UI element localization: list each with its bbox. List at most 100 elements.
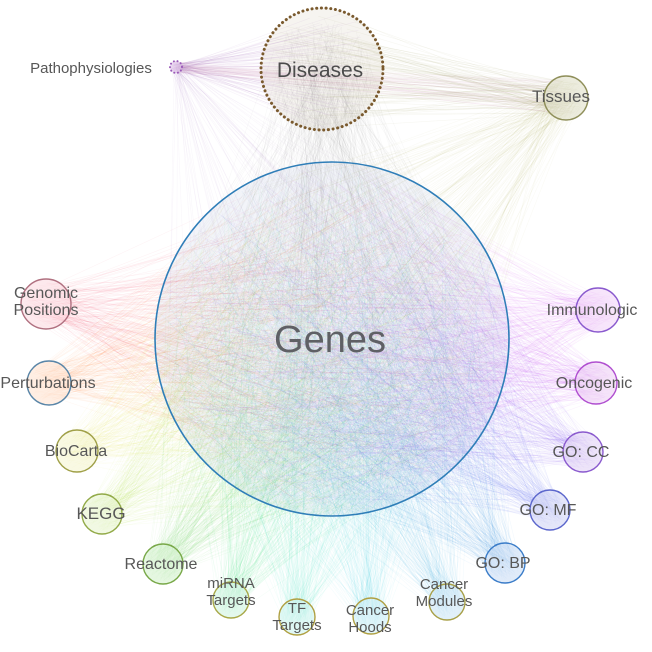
edge-layer xyxy=(25,13,615,632)
edge-bundle-genes-reactome xyxy=(146,183,503,582)
edge-bundle-genes-tf_targets xyxy=(162,168,502,632)
node-rim-cancer_modules xyxy=(428,583,466,621)
node-rim-oncogenic xyxy=(574,361,618,405)
edge-bundle-genes-pathophysiologies xyxy=(169,61,491,482)
node-label-go_bp: GO: BP xyxy=(475,555,530,572)
node-label-genes: Genes xyxy=(274,319,386,361)
node-kegg[interactable] xyxy=(81,493,123,535)
node-base-perturbations xyxy=(27,361,71,405)
node-tint-tf_targets xyxy=(279,599,315,635)
node-underfill-diseases xyxy=(261,8,383,130)
node-tint-immunologic xyxy=(576,288,620,332)
node-tint-perturbations xyxy=(27,361,71,405)
node-tint-go_cc xyxy=(563,432,603,472)
node-rim-mirna_targets xyxy=(212,581,250,619)
edge-bundle-genes-go_mf xyxy=(159,176,567,527)
edge-bundle-genes-perturbations xyxy=(30,170,503,507)
node-rim-genomic_positions xyxy=(20,278,72,330)
node-rim-biocarta xyxy=(55,429,99,473)
node-base-go_cc xyxy=(563,432,603,472)
node-rim-reactome xyxy=(142,543,184,585)
node-pathophysiologies[interactable] xyxy=(169,60,183,74)
node-tint-genomic_positions xyxy=(21,279,71,329)
node-tint-pathophysiologies xyxy=(170,61,182,73)
node-base-immunologic xyxy=(576,288,620,332)
node-rim-tf_targets xyxy=(278,598,316,636)
node-layer xyxy=(20,6,621,636)
node-rim-immunologic xyxy=(575,287,621,333)
node-base-tissues xyxy=(544,76,588,120)
node-label-tissues: Tissues xyxy=(532,87,590,106)
label-layer: GenesDiseasesPathophysiologiesTissuesGen… xyxy=(0,59,637,636)
node-go_cc[interactable] xyxy=(562,431,604,473)
node-label-go_mf: GO: MF xyxy=(520,502,577,519)
node-rim-go_mf xyxy=(529,489,571,531)
node-tint-kegg xyxy=(82,494,122,534)
node-rim-pathophysiologies xyxy=(169,60,183,74)
node-rim-tissues xyxy=(543,75,589,121)
node-tint-biocarta xyxy=(56,430,98,472)
node-label-reactome: Reactome xyxy=(125,556,198,573)
edge-bundle-genes-go_bp xyxy=(161,168,522,581)
node-biocarta[interactable] xyxy=(55,429,99,473)
node-rim-go_bp xyxy=(484,542,526,584)
edge-bundle-genes-tissues xyxy=(168,79,584,497)
node-mirna_targets[interactable] xyxy=(212,581,250,619)
node-base-go_mf xyxy=(530,490,570,530)
node-fill-layer xyxy=(155,8,509,516)
node-genes[interactable] xyxy=(154,161,510,517)
node-tf_targets[interactable] xyxy=(278,598,316,636)
node-reactome[interactable] xyxy=(142,543,184,585)
node-diseases[interactable] xyxy=(259,6,385,132)
node-label-immunologic: Immunologic xyxy=(547,302,638,319)
edge-bundle-genes-cancer_hoods xyxy=(168,176,493,632)
node-cancer_hoods[interactable] xyxy=(352,597,390,635)
node-rim-perturbations xyxy=(26,360,72,406)
edge-bundle-genes-genomic_positions xyxy=(25,184,502,504)
node-immunologic[interactable] xyxy=(575,287,621,333)
edge-bundle-genes-biocarta xyxy=(60,179,495,510)
node-rim-cancer_hoods xyxy=(352,597,390,635)
node-underfill-genes xyxy=(155,162,509,516)
node-tint-mirna_targets xyxy=(213,582,249,618)
node-rim-diseases xyxy=(259,6,385,132)
node-base-tf_targets xyxy=(279,599,315,635)
node-tissues[interactable] xyxy=(543,75,589,121)
node-label-pathophysiologies: Pathophysiologies xyxy=(30,60,152,77)
node-tint-cancer_modules xyxy=(429,584,465,620)
node-base-biocarta xyxy=(56,430,98,472)
node-base-kegg xyxy=(82,494,122,534)
node-label-kegg: KEGG xyxy=(76,504,125,523)
edge-bundle-genes-oncogenic xyxy=(166,169,613,506)
node-base-go_bp xyxy=(485,543,525,583)
edge-bundle-genes-diseases xyxy=(165,17,502,510)
node-label-diseases: Diseases xyxy=(277,59,363,82)
node-cancer_modules[interactable] xyxy=(428,583,466,621)
node-label-perturbations: Perturbations xyxy=(0,375,95,392)
node-tint-go_mf xyxy=(530,490,570,530)
node-go_mf[interactable] xyxy=(529,489,571,531)
node-tint-go_bp xyxy=(485,543,525,583)
edge-bundle-genes-cancer_modules xyxy=(160,177,497,617)
node-tint-cancer_hoods xyxy=(353,598,389,634)
node-base-reactome xyxy=(143,544,183,584)
node-base-mirna_targets xyxy=(213,582,249,618)
node-oncogenic[interactable] xyxy=(574,361,618,405)
node-label-go_cc: GO: CC xyxy=(553,444,610,461)
node-label-oncogenic: Oncogenic xyxy=(556,375,633,392)
node-perturbations[interactable] xyxy=(26,360,72,406)
edge-bundle-pathophysiologies-tissues xyxy=(171,61,583,114)
node-rim-genes xyxy=(154,161,510,517)
node-base-oncogenic xyxy=(575,362,617,404)
edge-bundle-genes-mirna_targets xyxy=(172,175,503,615)
node-rim-go_cc xyxy=(562,431,604,473)
node-genomic_positions[interactable] xyxy=(20,278,72,330)
node-go_bp[interactable] xyxy=(484,542,526,584)
node-rim-kegg xyxy=(81,493,123,535)
